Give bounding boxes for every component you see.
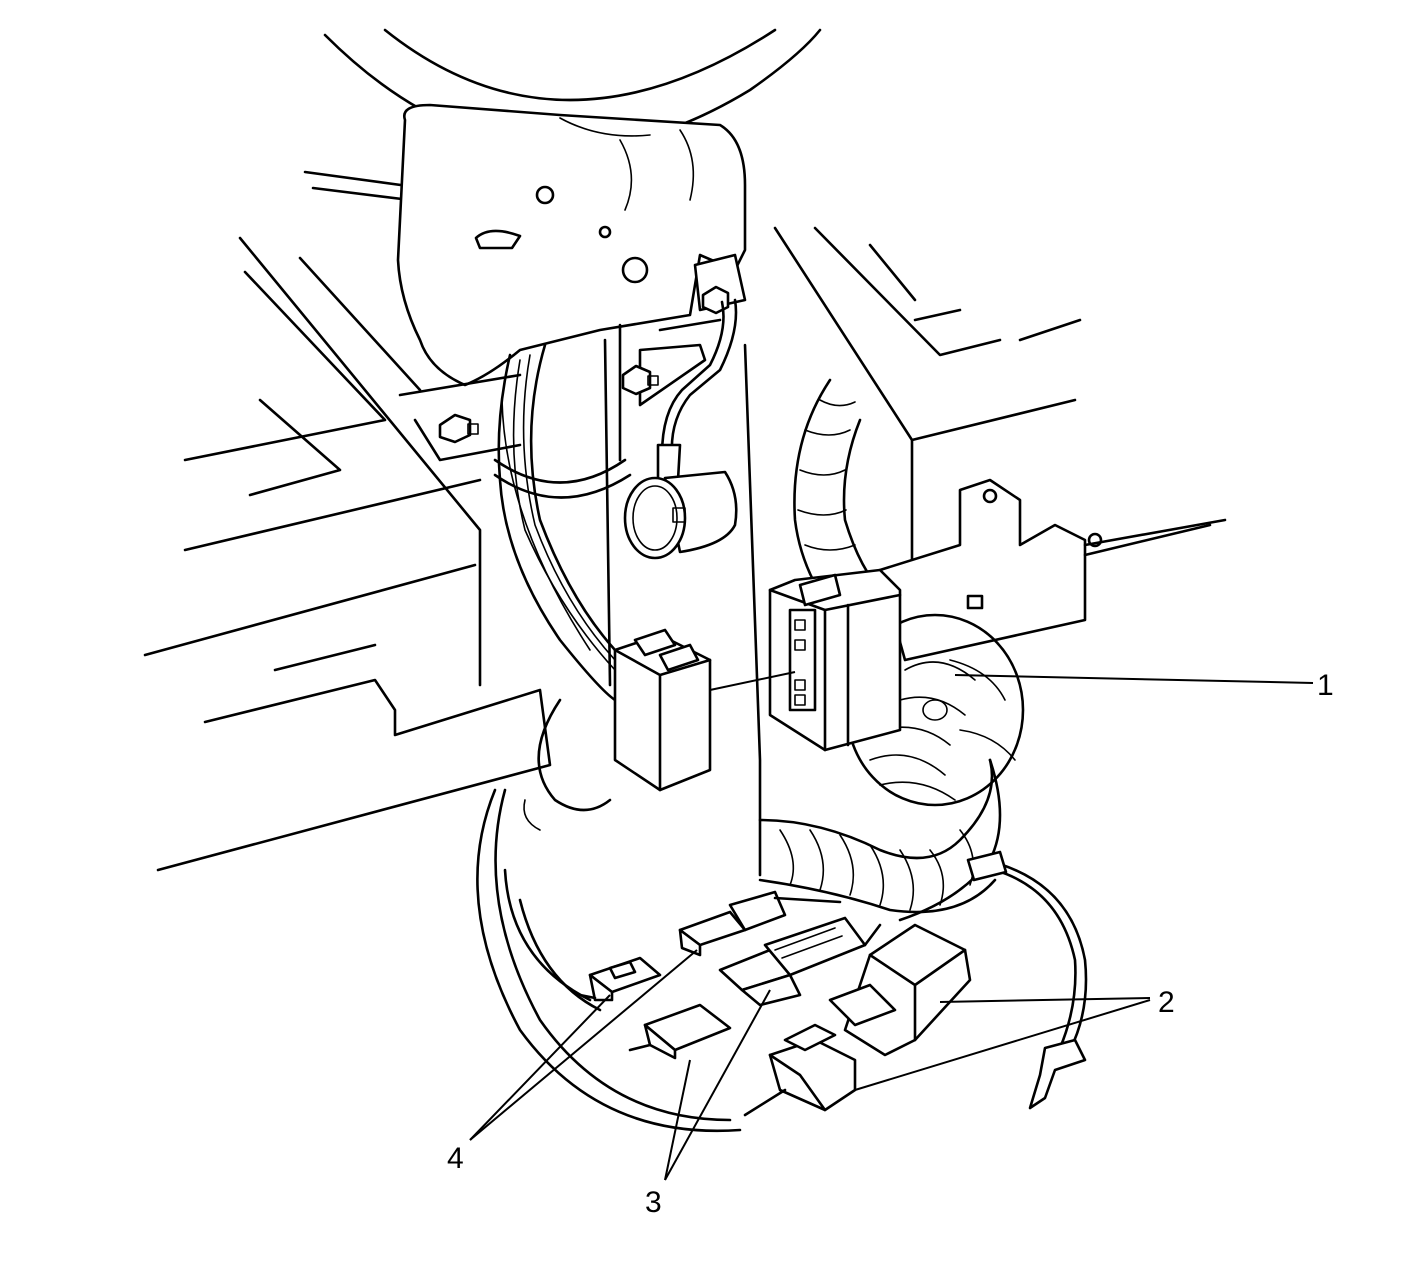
callout-2: 2 <box>1158 986 1175 1019</box>
leader-2a <box>939 997 1151 1003</box>
mounting-nut <box>621 364 659 396</box>
connector-2 <box>743 923 972 1117</box>
leader-1 <box>954 674 1314 684</box>
round-sensor <box>623 470 738 560</box>
right-bracket <box>878 478 1227 662</box>
wiring-harness-left <box>493 343 632 812</box>
connector-4 <box>578 890 842 1002</box>
ground-wire <box>656 298 738 482</box>
dash-panel-right <box>773 226 1082 567</box>
leader-4b <box>469 949 698 1141</box>
connector-1-male <box>613 628 712 792</box>
leader-4a <box>469 994 611 1141</box>
leader-2b <box>854 999 1151 1091</box>
column-lower <box>398 318 762 877</box>
leader-3a <box>664 1059 691 1181</box>
steering-column-shroud <box>396 103 747 387</box>
callout-leaders <box>469 674 1314 1181</box>
connector-1-mating-line <box>709 671 796 691</box>
connector-3 <box>628 916 882 1060</box>
connector-1-female <box>768 568 902 752</box>
callout-1: 1 <box>1317 669 1334 702</box>
convolute-lower <box>758 758 997 914</box>
mounting-nut <box>438 413 479 444</box>
callout-3: 3 <box>645 1186 662 1219</box>
leader-3b <box>664 989 771 1181</box>
harness-clip <box>1028 1038 1087 1110</box>
dash-panel-left <box>143 170 552 872</box>
callout-4: 4 <box>447 1142 464 1175</box>
